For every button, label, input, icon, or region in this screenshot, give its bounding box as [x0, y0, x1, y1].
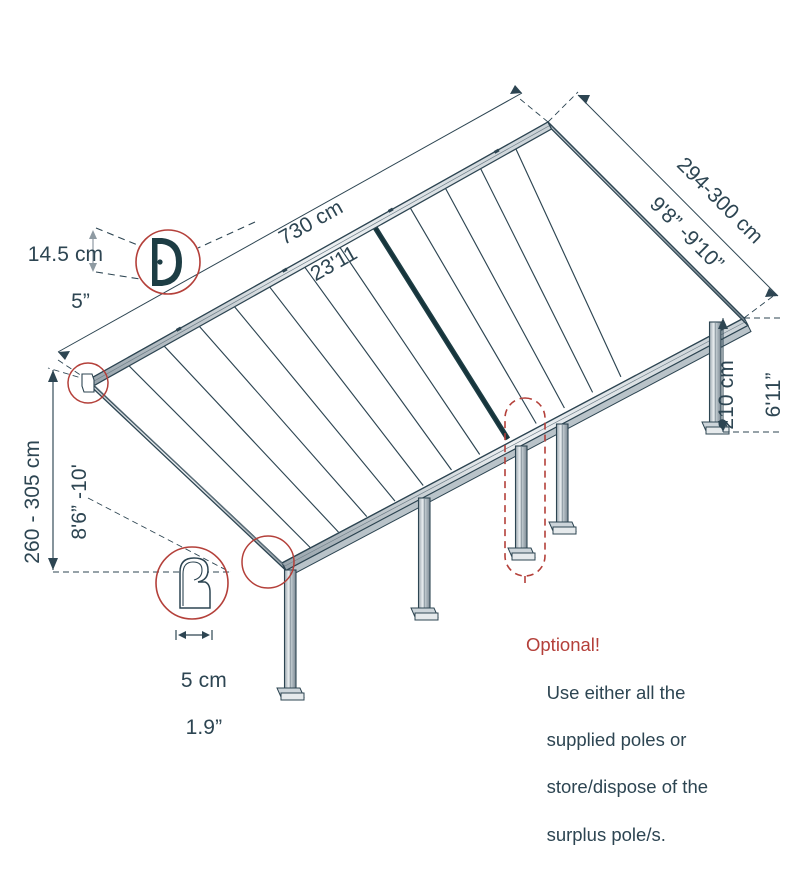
post-base-plate-3	[507, 547, 536, 561]
diagram-canvas: 14.5 cm 5” 730 cm 23'11 294-300 cm 9'8” …	[0, 85, 800, 845]
post-base-plate-1	[276, 687, 305, 701]
right-side-beam	[547, 121, 749, 326]
optional-post-highlight	[504, 397, 546, 577]
post-base-plate-2	[410, 607, 439, 621]
rafter-profile-detail	[89, 221, 256, 295]
dimension-length-730	[54, 85, 549, 381]
dimension-wall-height-260-305	[47, 367, 231, 573]
label-profile-depth-inch: 5”	[71, 289, 90, 313]
optional-note-heading: Optional!	[526, 634, 601, 656]
label-post-width: 5 cm 1.9”	[132, 645, 252, 763]
post-width-arrow	[175, 630, 213, 640]
highlight-rafter-beam	[368, 219, 511, 441]
support-post-3-optional	[507, 445, 536, 561]
optional-note-line-3: store/dispose of the	[546, 776, 709, 798]
optional-note-line-2: supplied poles or	[546, 729, 687, 751]
wall-bracket-glyph	[81, 373, 95, 393]
optional-note-line-4: surplus pole/s.	[546, 823, 666, 845]
canopy-isometric-drawing	[47, 85, 782, 701]
rafter-profile-glyph	[152, 238, 182, 286]
label-length-cm: 730 cm	[274, 195, 347, 250]
label-profile-depth: 14.5 cm 5”	[4, 219, 103, 337]
optional-note: Optional! Use either all the supplied po…	[526, 586, 776, 870]
label-front-height-inch: 6'11”	[761, 372, 785, 418]
support-post-4	[548, 423, 577, 535]
label-length-inch: 23'11	[306, 241, 362, 286]
corner-bracket-detail	[241, 535, 295, 589]
label-front-height: 210 cm 6'11”	[691, 347, 800, 467]
wall-bracket-detail	[67, 362, 109, 404]
optional-note-line-1: Use either all the	[546, 681, 686, 703]
label-post-width-inch: 1.9”	[185, 715, 223, 739]
label-wall-height-inch: 8'6” -10'	[67, 464, 91, 540]
post-base-plate-4	[548, 521, 577, 535]
label-front-height-cm: 210 cm	[714, 360, 738, 430]
dimension-projection-294-300	[547, 91, 779, 319]
post-profile-detail	[155, 546, 229, 640]
label-wall-height-cm: 260 - 305 cm	[20, 440, 44, 564]
dimension-front-height-210	[718, 317, 782, 433]
roof-slat-lines	[122, 141, 622, 549]
post-profile-glyph	[179, 557, 211, 609]
label-post-width-cm: 5 cm	[180, 668, 227, 692]
support-post-2	[410, 497, 439, 621]
label-wall-height: 260 - 305 cm 8'6” -10'	[0, 389, 115, 639]
label-profile-depth-cm: 14.5 cm	[27, 242, 104, 266]
support-post-1	[276, 569, 305, 701]
